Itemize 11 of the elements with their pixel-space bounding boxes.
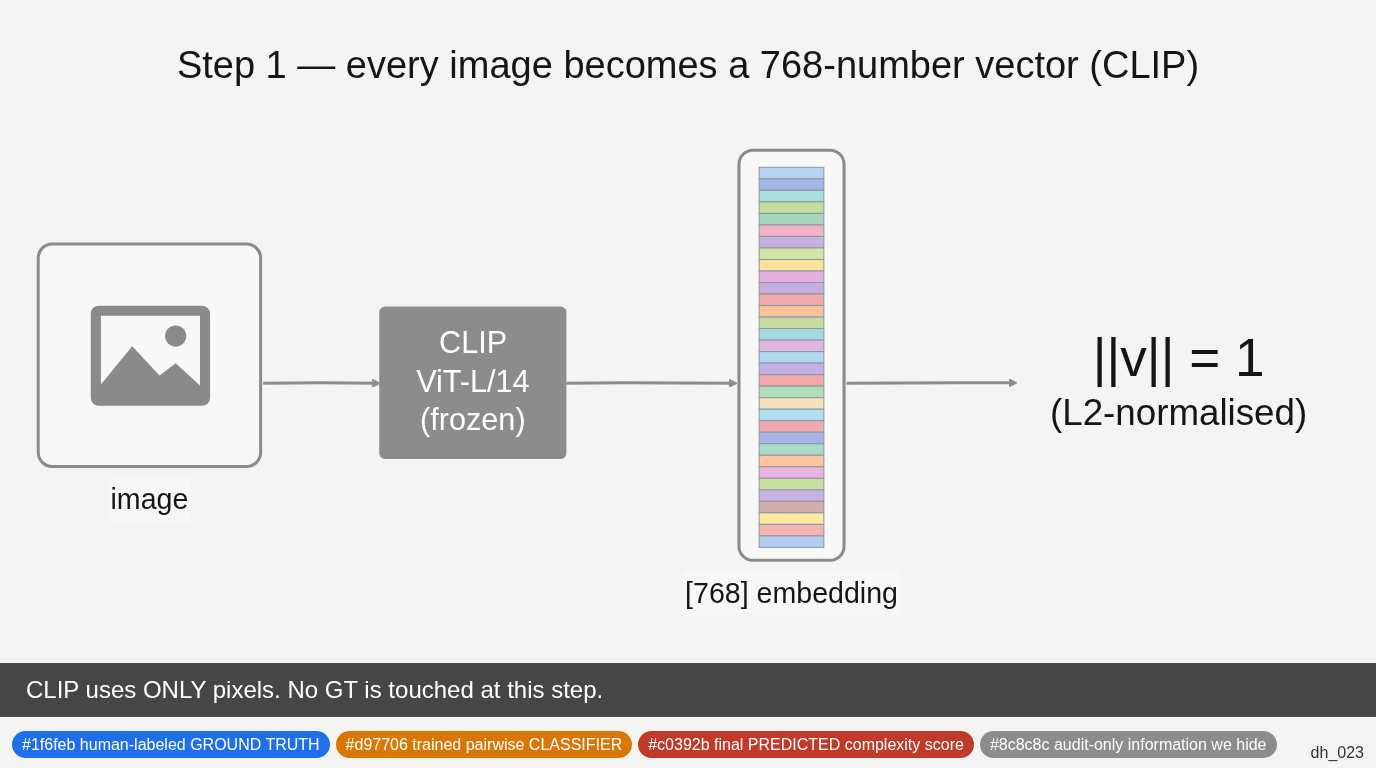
reference-code: dh_023: [1310, 744, 1364, 762]
arrow: [263, 378, 381, 388]
node-text: ||v|| = 1 (L2-normalised): [1049, 328, 1308, 433]
legend-entry: #1f6feb human-labeled GROUND TRUTH: [12, 731, 330, 758]
legend-entry: #8c8c8c audit-only information we hide: [979, 731, 1277, 758]
arrow: [566, 378, 738, 388]
arrow: [846, 378, 1018, 387]
caption-banner: CLIP uses ONLY pixels. No GT is touched at this step.: [0, 663, 1376, 717]
legend-entry: #c0392b final PREDICTED complexity score: [638, 731, 974, 758]
diagram-title: Step 1 — every image becomes a 768-number vector (CLIP): [176, 44, 1200, 86]
legend-entry: #d97706 trained pairwise CLASSIFIER: [335, 731, 633, 758]
